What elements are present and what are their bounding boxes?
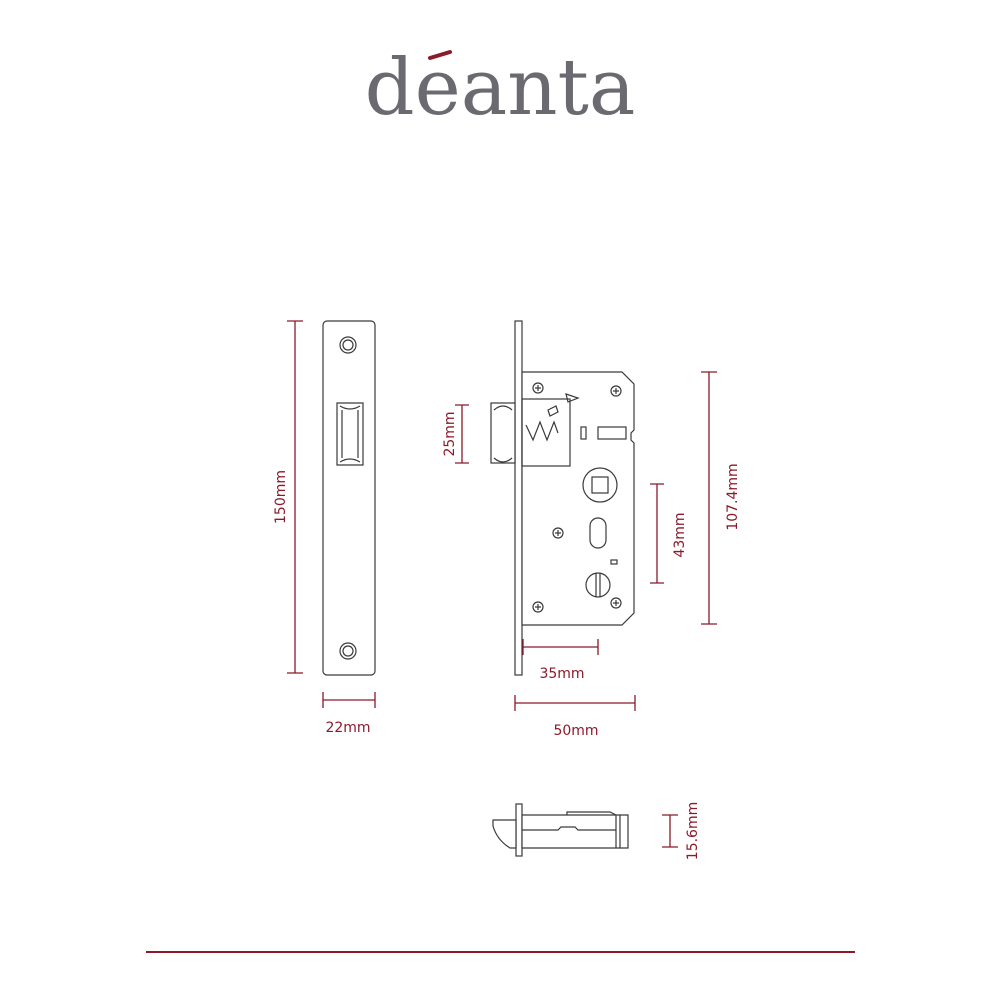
lock-top-view: [492, 803, 629, 857]
label-15-6mm: 15.6mm: [685, 802, 701, 860]
turn-hub: [585, 572, 611, 598]
label-35mm: 35mm: [539, 666, 584, 682]
dimension-50mm: 50mm: [514, 695, 636, 739]
latch-bolt-top: [492, 819, 517, 849]
spindle-hub: [582, 467, 618, 503]
label-43mm: 43mm: [672, 512, 688, 557]
screw-icon: [532, 382, 622, 613]
label-50mm: 50mm: [553, 723, 598, 739]
latch-housing: [521, 398, 571, 467]
dimension-15-6mm: 15.6mm: [662, 802, 701, 860]
label-22mm: 22mm: [325, 720, 370, 736]
screw-hole-top: [339, 336, 357, 354]
brand-name: deanta: [365, 43, 636, 133]
latch-slot: [336, 402, 364, 466]
logo-macron: [428, 50, 452, 60]
lock-case: [521, 371, 635, 626]
dimension-22mm: 22mm: [322, 692, 376, 736]
keyhole: [589, 517, 607, 549]
dimension-35mm: 35mm: [522, 639, 599, 682]
label-107-4mm: 107.4mm: [725, 463, 741, 530]
label-150mm: 150mm: [273, 470, 289, 524]
faceplate-front-view: [322, 320, 376, 676]
screw-hole-bottom: [339, 642, 357, 660]
dimension-43mm: 43mm: [650, 483, 688, 584]
brand-logo: deanta: [365, 43, 636, 133]
dimension-25mm: 25mm: [442, 404, 469, 464]
latch-bolt: [490, 402, 516, 464]
dimension-150mm: 150mm: [273, 320, 303, 674]
lock-side-view: [490, 320, 635, 676]
label-25mm: 25mm: [442, 411, 458, 456]
dimension-107-4mm: 107.4mm: [701, 371, 741, 625]
